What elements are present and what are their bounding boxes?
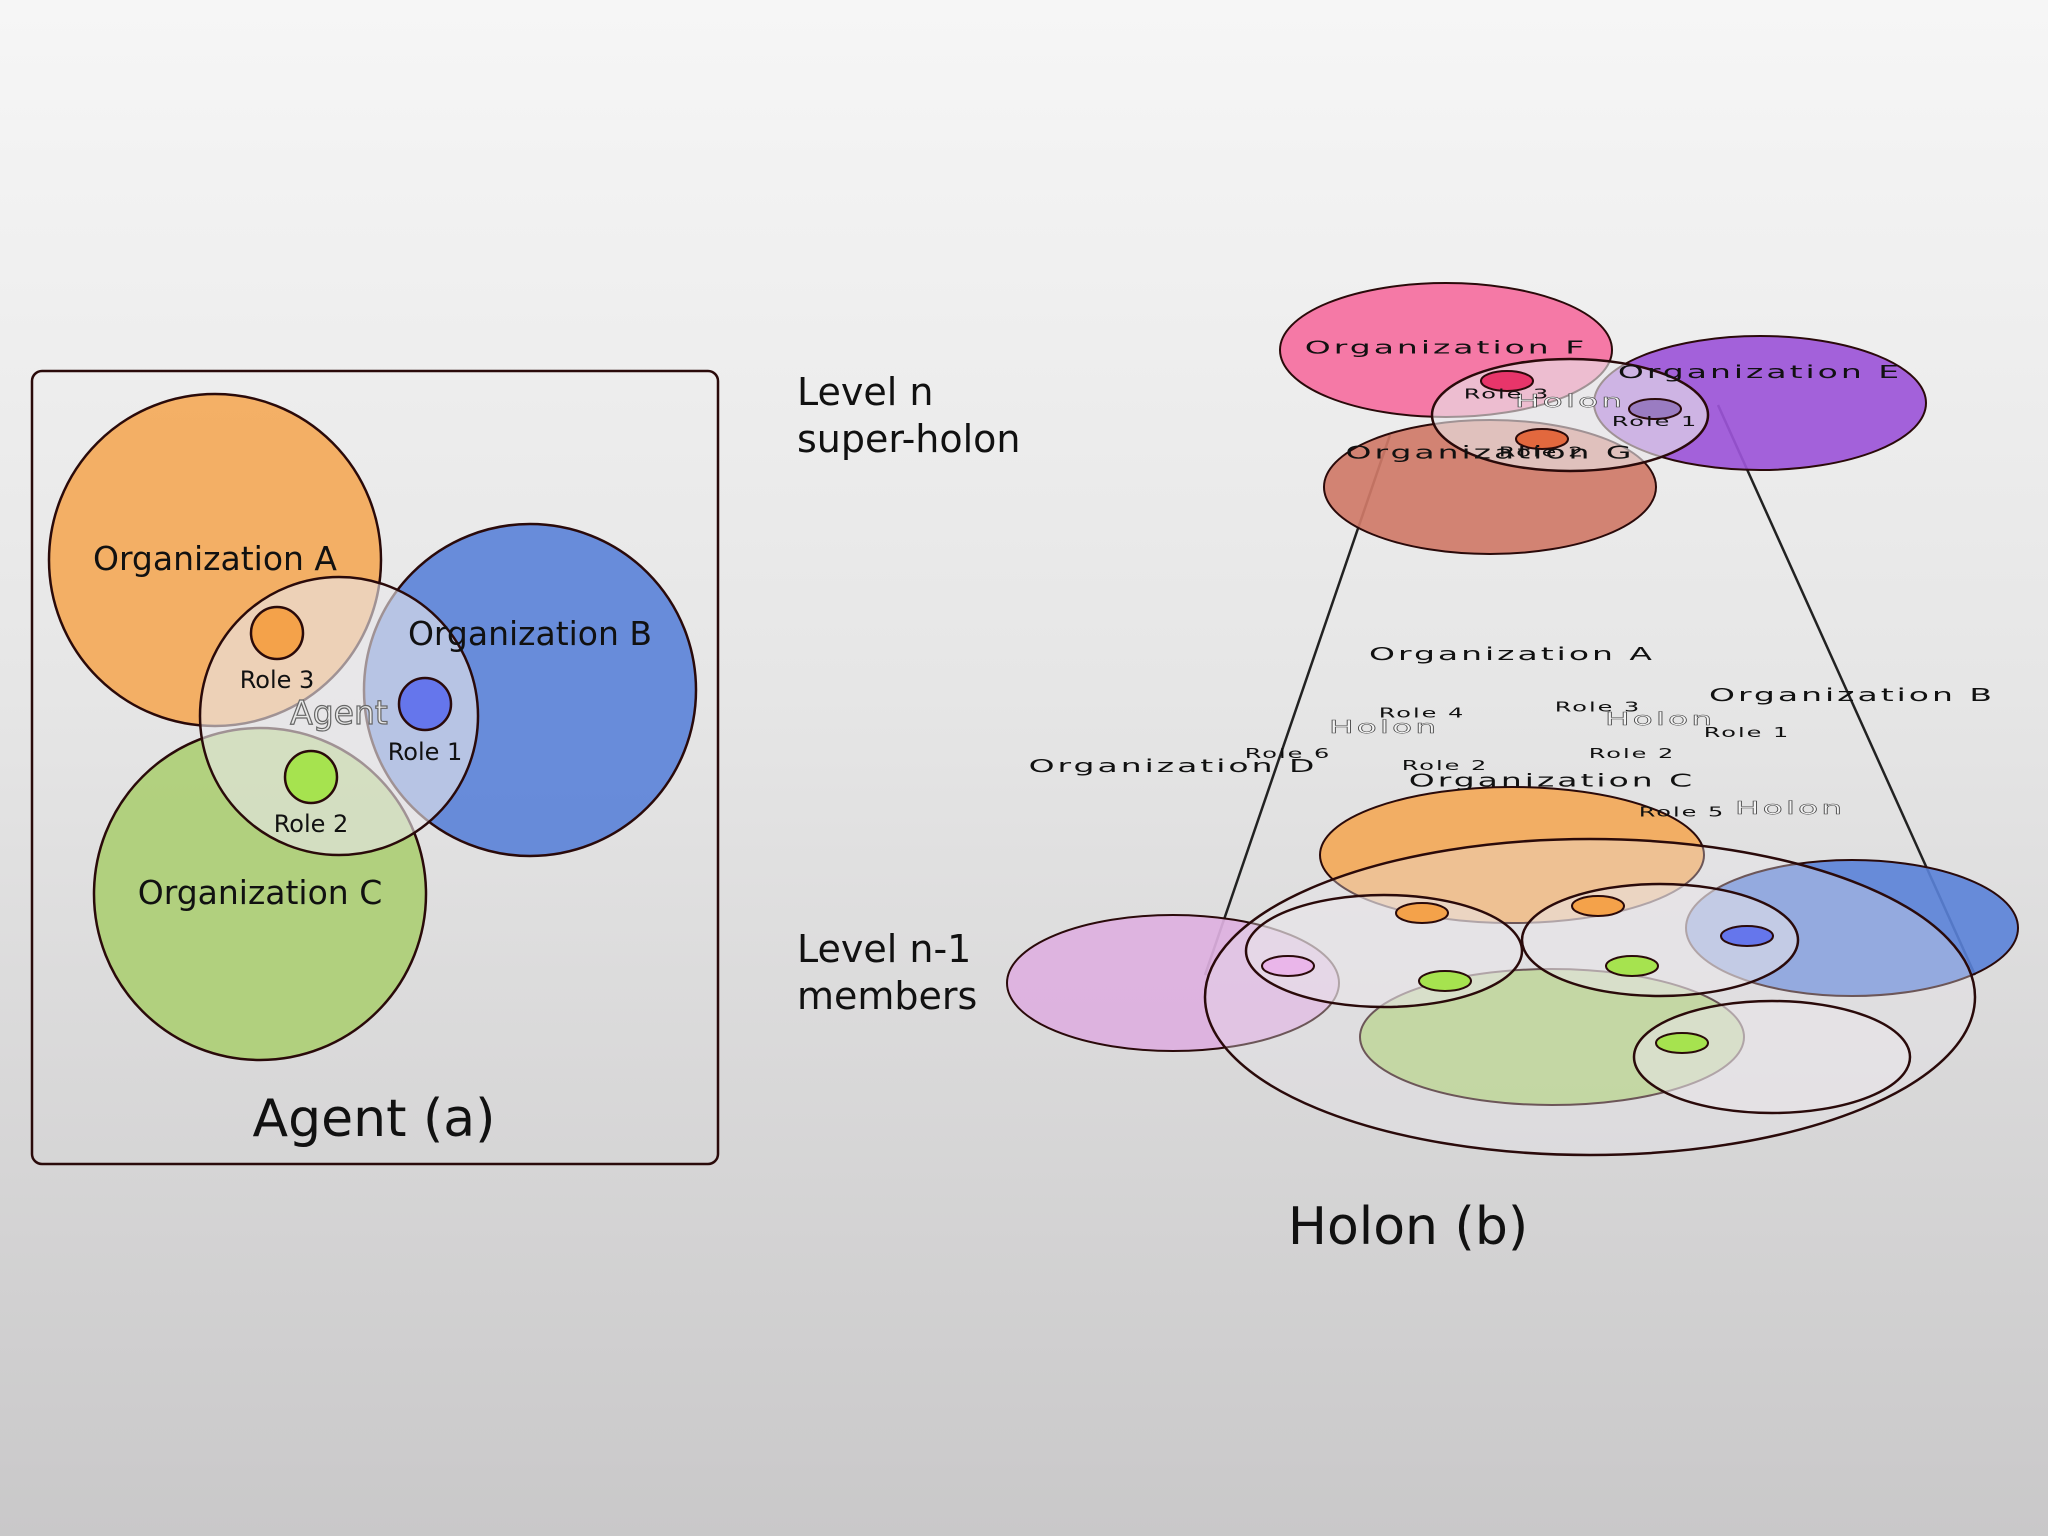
members-label: members (797, 974, 977, 1018)
role-3-dot (249, 605, 305, 661)
super-role-2-label: Role 2 (1499, 444, 1586, 460)
holon-left-ellipse (1244, 893, 1524, 1009)
super-role-3-label: Role 3 (1464, 386, 1551, 402)
member-role-2-mid-label: Role 2 (1589, 746, 1676, 762)
member-organization-d-label: Organization D (1029, 756, 1318, 777)
holon-caption: Holon (b) (1288, 1197, 1528, 1257)
member-role-2-mid-dot (1605, 955, 1659, 977)
member-role-2-left-label: Role 2 (1402, 758, 1489, 774)
member-organization-c-label: Organization C (1409, 770, 1695, 791)
member-organization-a-label: Organization A (1369, 644, 1655, 665)
agent-label: Agent (290, 693, 388, 732)
role-1-label: Role 1 (388, 738, 463, 766)
super-role-2-dot (1515, 428, 1569, 450)
super-holon-holon-label: Holon (1515, 391, 1625, 412)
holon-right-label: Holon (1735, 798, 1845, 819)
super-holon: Organization F Organization E Organizati… (1279, 282, 1927, 555)
organization-f-label: Organization F (1305, 337, 1587, 358)
member-role-5-label: Role 5 (1639, 804, 1726, 820)
role-2-dot (283, 749, 339, 805)
organization-e-label: Organization E (1618, 361, 1902, 382)
organization-a-label: Organization A (93, 539, 337, 578)
member-role-4-dot (1395, 902, 1449, 924)
member-holons: Organization A Organization B Organizati… (1006, 644, 2019, 1157)
role-3-label: Role 3 (240, 666, 315, 694)
level-labels: Level n super-holon Level n-1 members (797, 370, 1021, 1018)
holon-panel: Organization F Organization E Organizati… (1006, 282, 2019, 1257)
member-organization-b-label: Organization B (1709, 685, 1995, 706)
agent-panel: Organization A Organization B Organizati… (30, 369, 720, 1166)
organization-g-label: Organization G (1346, 442, 1635, 463)
level-n-minus-1-label: Level n-1 (797, 927, 971, 971)
member-role-1-label: Role 1 (1704, 725, 1791, 741)
super-role-3-dot (1480, 370, 1534, 392)
member-role-5-dot (1655, 1032, 1709, 1054)
agent-caption: Agent (a) (253, 1089, 496, 1149)
super-role-1-dot (1628, 398, 1682, 420)
member-role-4-label: Role 4 (1379, 705, 1466, 721)
member-role-3-label: Role 3 (1555, 699, 1642, 715)
super-holon-label: super-holon (797, 417, 1021, 461)
holon-mid-label: Holon (1605, 709, 1715, 730)
member-role-1-dot (1720, 925, 1774, 947)
member-role-2-left-dot (1418, 970, 1472, 992)
organization-b-label: Organization B (408, 614, 652, 653)
member-role-3-dot (1571, 895, 1625, 917)
super-role-1-label: Role 1 (1612, 414, 1699, 430)
agent-panel-frame (30, 369, 720, 1166)
level-n-label: Level n (797, 370, 933, 414)
role-1-dot (397, 676, 453, 732)
member-role-6-dot (1261, 955, 1315, 977)
holon-left-label: Holon (1329, 717, 1439, 738)
role-2-label: Role 2 (274, 810, 349, 838)
holon-right-ellipse (1632, 999, 1912, 1115)
member-role-6-label: Role 6 (1245, 746, 1332, 762)
organization-c-label: Organization C (138, 873, 383, 912)
